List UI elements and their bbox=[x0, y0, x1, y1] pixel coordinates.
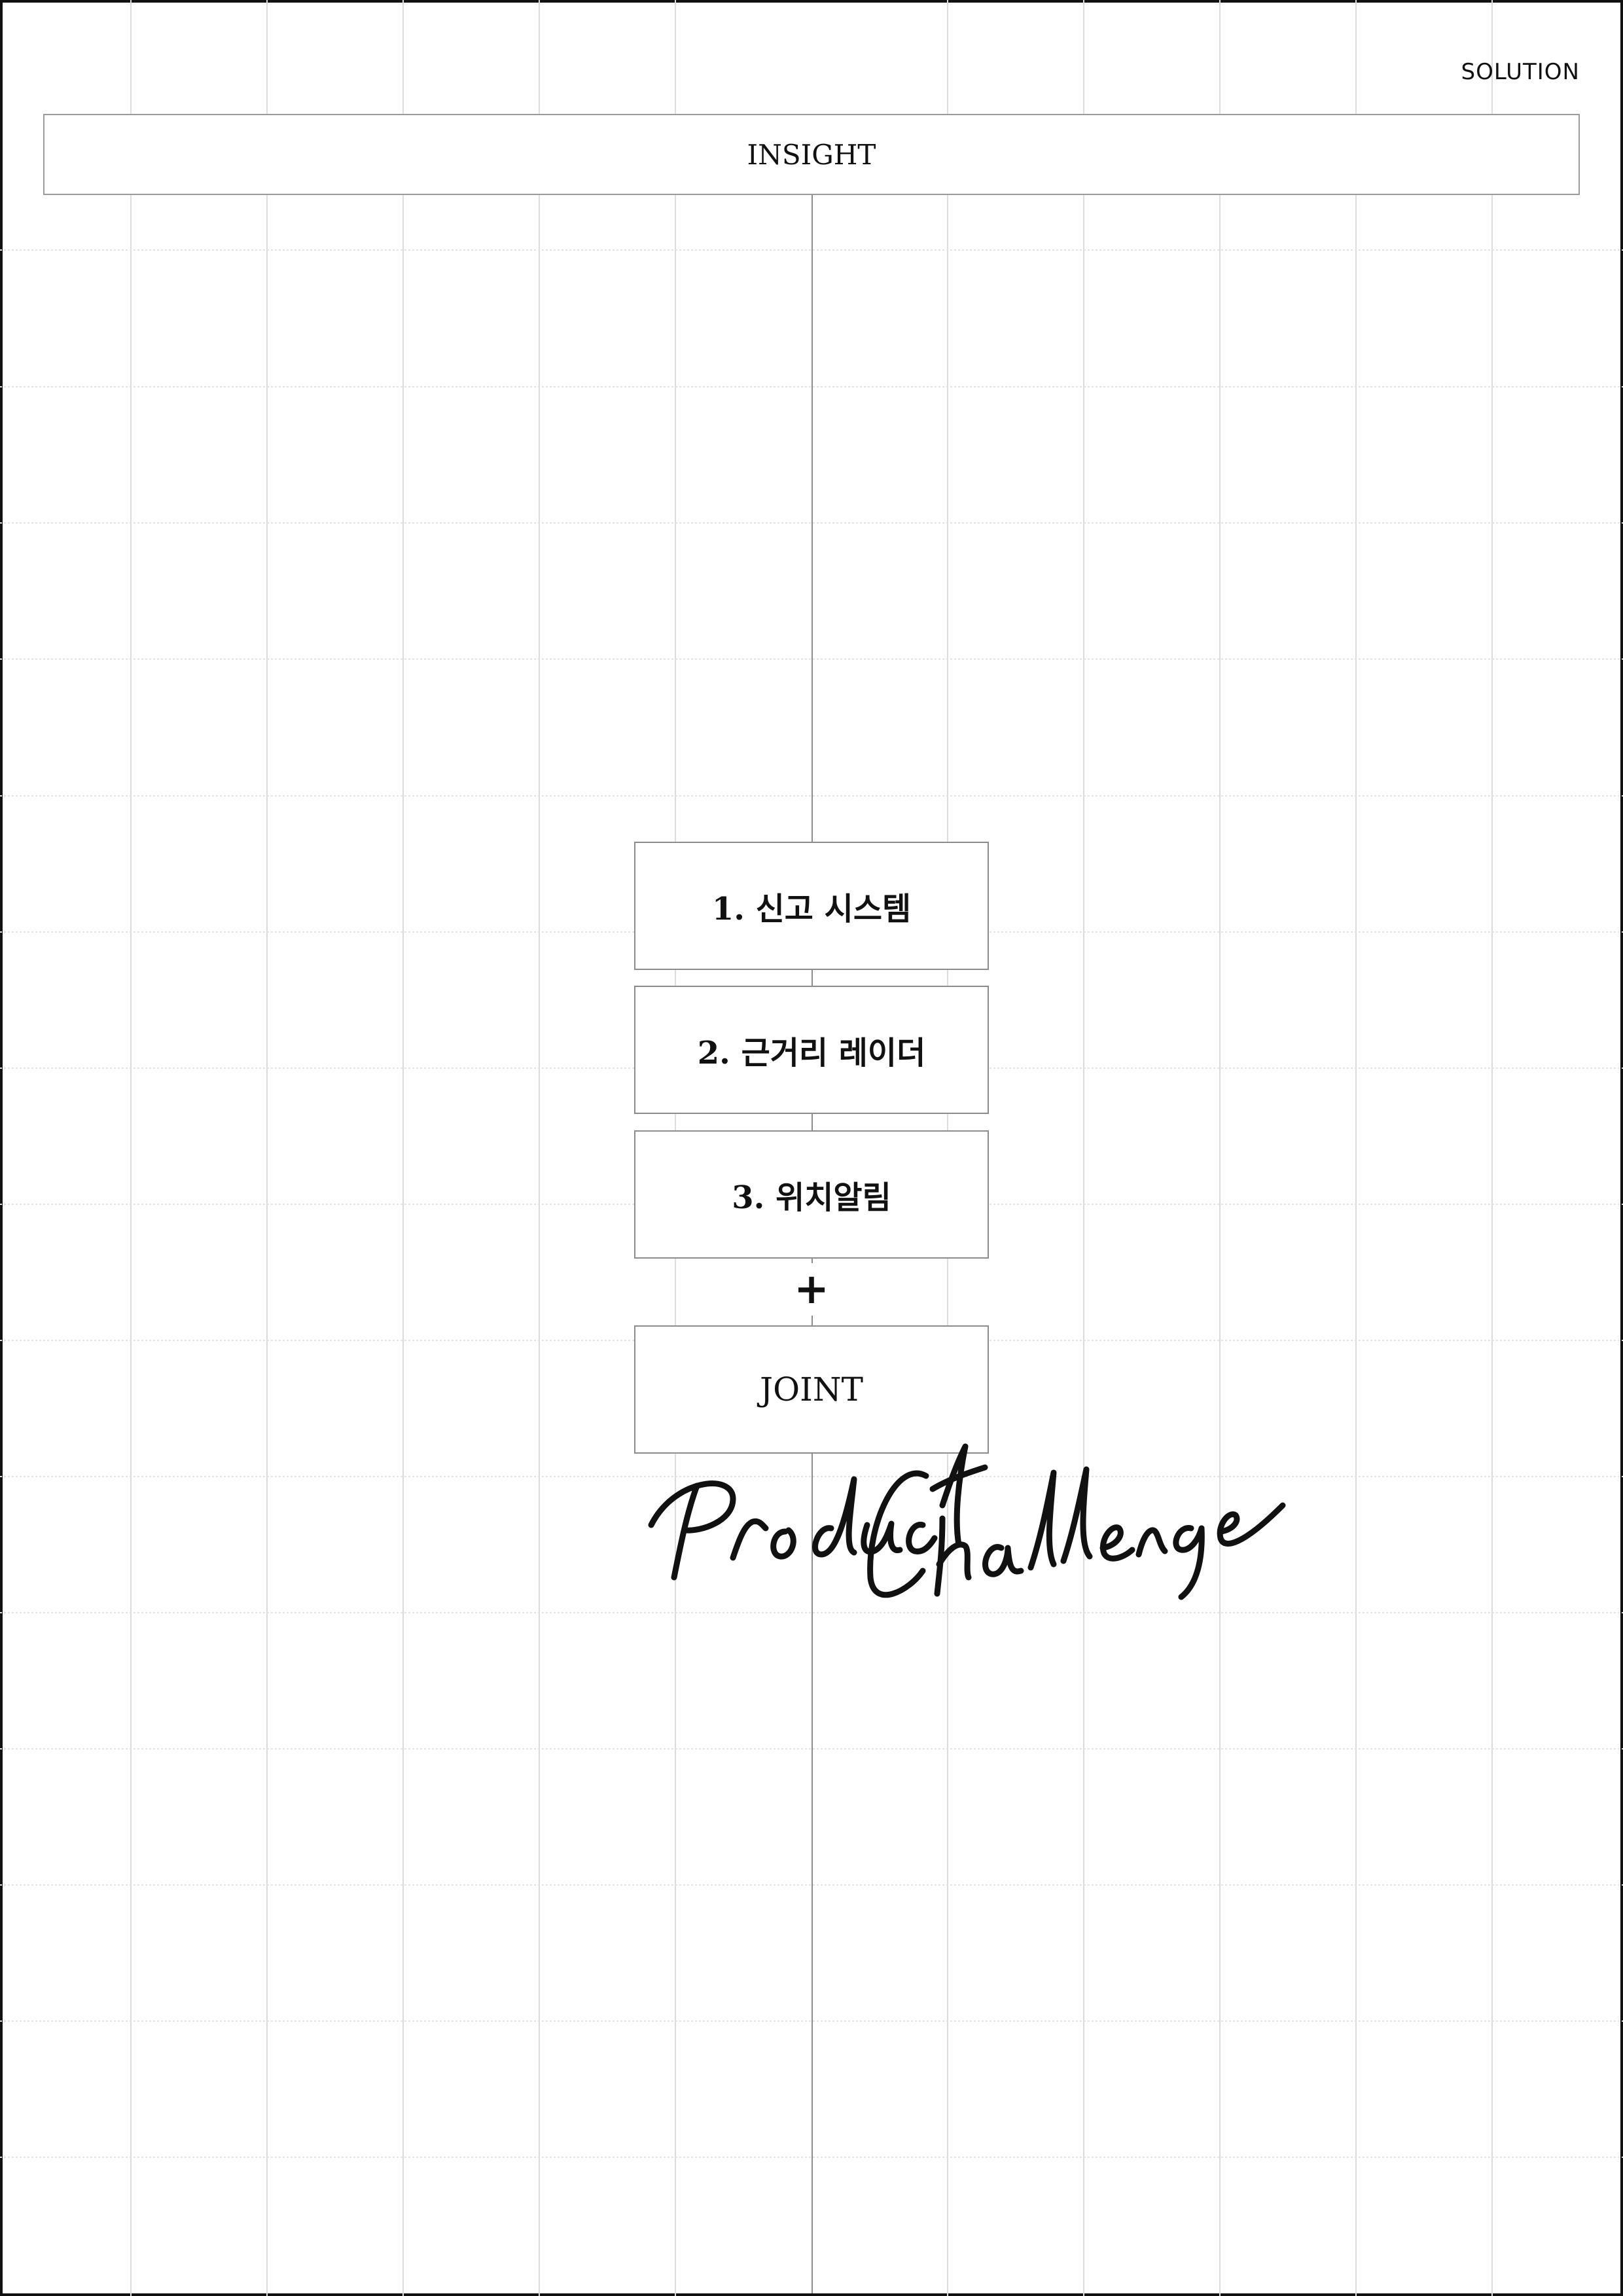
insight-box: INSIGHT bbox=[43, 114, 1580, 195]
product-challenge-signature bbox=[648, 1443, 1286, 1600]
step-label: 2. 근거리 레이더 bbox=[697, 1035, 926, 1071]
step-label: 3. 위치알림 bbox=[732, 1179, 891, 1216]
section-label: SOLUTION bbox=[1461, 59, 1580, 85]
insight-label: INSIGHT bbox=[747, 138, 876, 171]
joint-label: JOINT bbox=[760, 1371, 863, 1408]
plus-icon: + bbox=[785, 1263, 838, 1316]
step-label: 1. 신고 시스템 bbox=[711, 891, 912, 927]
step-box-report-system: 1. 신고 시스템 bbox=[634, 842, 989, 970]
step-box-proximity-radar: 2. 근거리 레이더 bbox=[634, 986, 989, 1114]
step-box-location-alert: 3. 위치알림 bbox=[634, 1130, 989, 1259]
joint-box: JOINT bbox=[634, 1325, 989, 1454]
